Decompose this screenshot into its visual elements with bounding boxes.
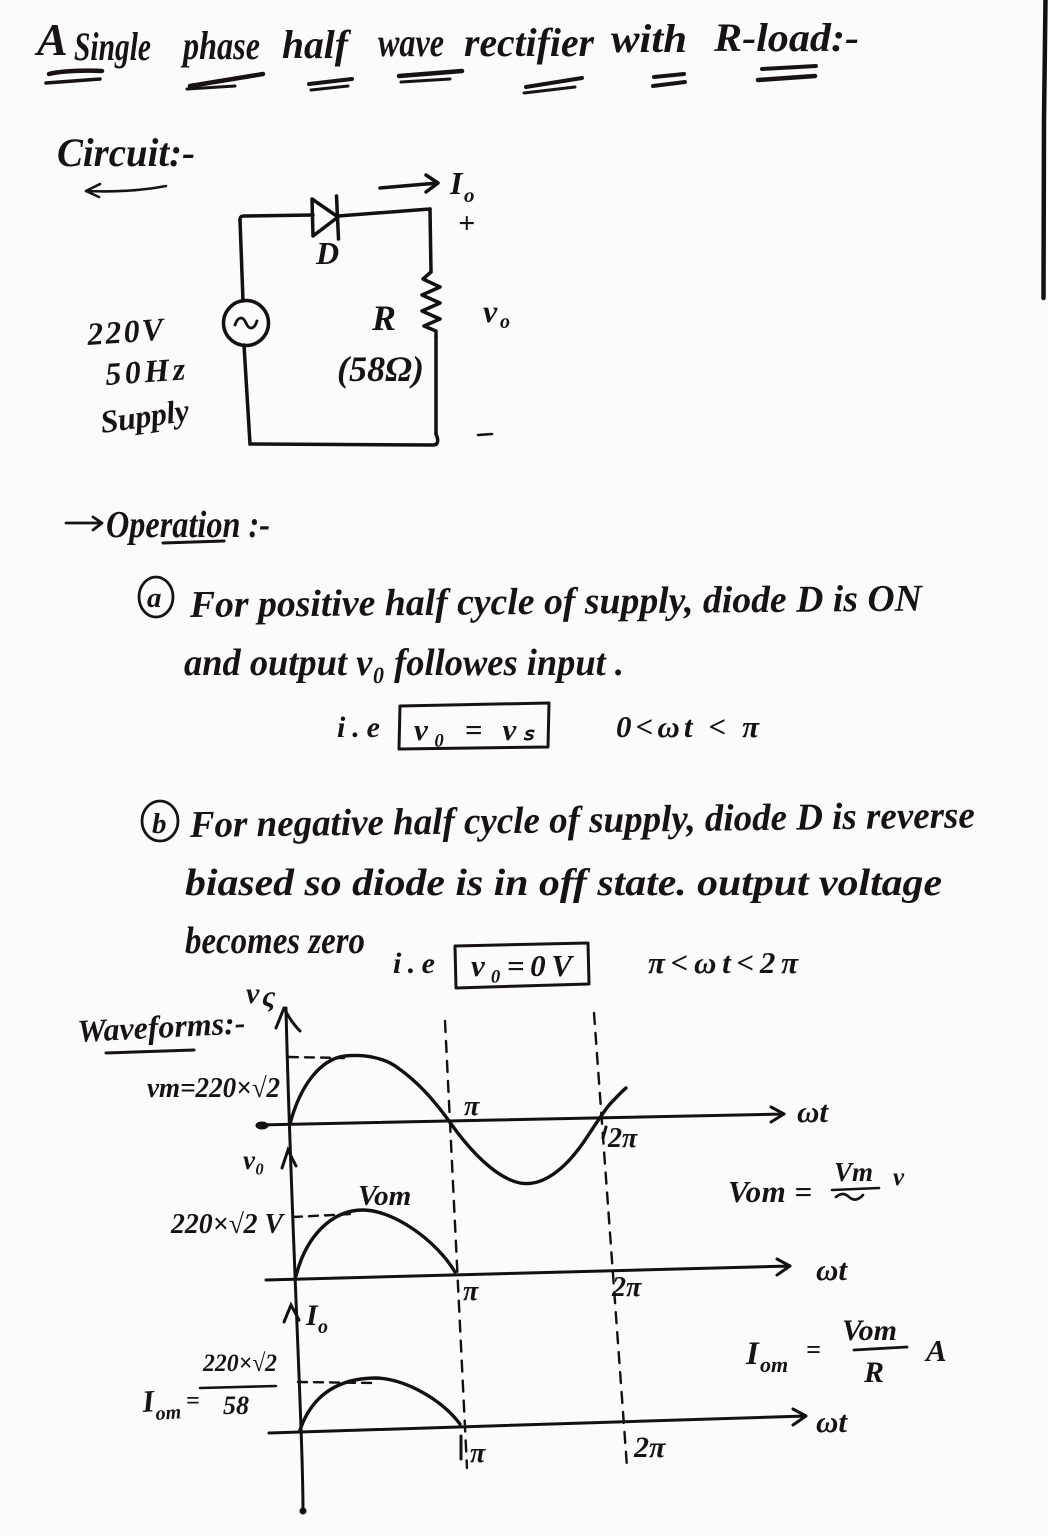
svg-text:becomes zero: becomes zero (185, 920, 365, 962)
svg-text:with: with (611, 16, 687, 61)
svg-text:For positive half cycle of sup: For positive half cycle of supply, diode… (189, 578, 924, 626)
svg-text:2π: 2π (611, 1272, 642, 1303)
svg-text:π: π (463, 1276, 479, 1307)
svg-text:D: D (315, 235, 339, 271)
svg-text:A: A (924, 1333, 947, 1368)
svg-text:ωt: ωt (797, 1094, 829, 1129)
svg-text:ωt: ωt (816, 1252, 848, 1287)
svg-text:2π: 2π (633, 1431, 666, 1464)
svg-text:v₀: v₀ (243, 1145, 264, 1175)
svg-text:o: o (464, 183, 475, 207)
svg-text:=: = (186, 1388, 200, 1414)
svg-text:=: = (806, 1335, 821, 1364)
svg-text:Waveforms:-: Waveforms:- (76, 1004, 246, 1049)
svg-text:R: R (863, 1356, 884, 1389)
svg-text:I: I (140, 1383, 156, 1419)
svg-text:I: I (449, 165, 464, 201)
svg-text:0<ωt < π: 0<ωt < π (616, 709, 760, 744)
svg-text:π<ωt<2π: π<ωt<2π (648, 945, 799, 980)
svg-text:Single: Single (74, 24, 151, 69)
svg-text:v: v (483, 293, 498, 329)
svg-text:Vom: Vom (842, 1314, 897, 1347)
svg-text:rectifier: rectifier (464, 20, 594, 65)
svg-text:phase: phase (181, 23, 260, 68)
svg-text:+: + (458, 207, 475, 240)
svg-text:o: o (318, 1316, 328, 1338)
svg-text:R: R (371, 298, 396, 338)
svg-text:Vom =: Vom = (728, 1174, 812, 1209)
svg-text:50Hz: 50Hz (104, 350, 187, 392)
svg-text:wave: wave (378, 20, 444, 65)
svg-text:220×√2 V: 220×√2 V (170, 1209, 285, 1240)
svg-text:π: π (464, 1091, 480, 1122)
svg-text:(58Ω): (58Ω) (337, 349, 424, 389)
svg-text:A: A (34, 14, 68, 65)
svg-text:o: o (500, 311, 510, 333)
svg-text:58: 58 (223, 1391, 249, 1420)
svg-text:220×√2: 220×√2 (202, 1350, 277, 1377)
svg-text:2π: 2π (607, 1123, 638, 1154)
svg-text:π: π (470, 1438, 486, 1469)
svg-text:v: v (246, 977, 260, 1010)
svg-text:For negative half cycle of sup: For negative half cycle of supply, diode… (189, 794, 976, 846)
svg-text:ωt: ωt (816, 1404, 848, 1439)
svg-text:biased so diode is in off stat: biased so diode is in off state. output … (185, 862, 942, 904)
svg-text:I: I (305, 1299, 319, 1332)
svg-text:Vom: Vom (358, 1180, 411, 1212)
svg-text:R-load:-: R-load:- (713, 15, 859, 60)
svg-text:Circuit:-: Circuit:- (57, 130, 195, 175)
svg-text:Operation :-: Operation :- (106, 504, 270, 546)
svg-text:Vm: Vm (834, 1157, 873, 1187)
svg-text:v₀ = vₛ: v₀ = vₛ (414, 712, 535, 747)
svg-text:i.e: i.e (337, 711, 380, 744)
svg-text:I: I (745, 1336, 760, 1372)
svg-text:b: b (152, 808, 167, 840)
svg-text:and output v₀ followes input .: and output v₀ followes input . (184, 642, 624, 684)
svg-text:i.e: i.e (393, 947, 435, 980)
svg-text:half: half (282, 22, 352, 67)
svg-text:ς: ς (262, 980, 276, 1013)
svg-text:a: a (147, 582, 162, 614)
svg-text:v: v (893, 1164, 905, 1191)
svg-text:om: om (760, 1352, 788, 1377)
svg-text:vm=220×√2: vm=220×√2 (147, 1073, 280, 1104)
svg-text:om: om (155, 1401, 182, 1425)
svg-text:220V: 220V (85, 311, 167, 352)
